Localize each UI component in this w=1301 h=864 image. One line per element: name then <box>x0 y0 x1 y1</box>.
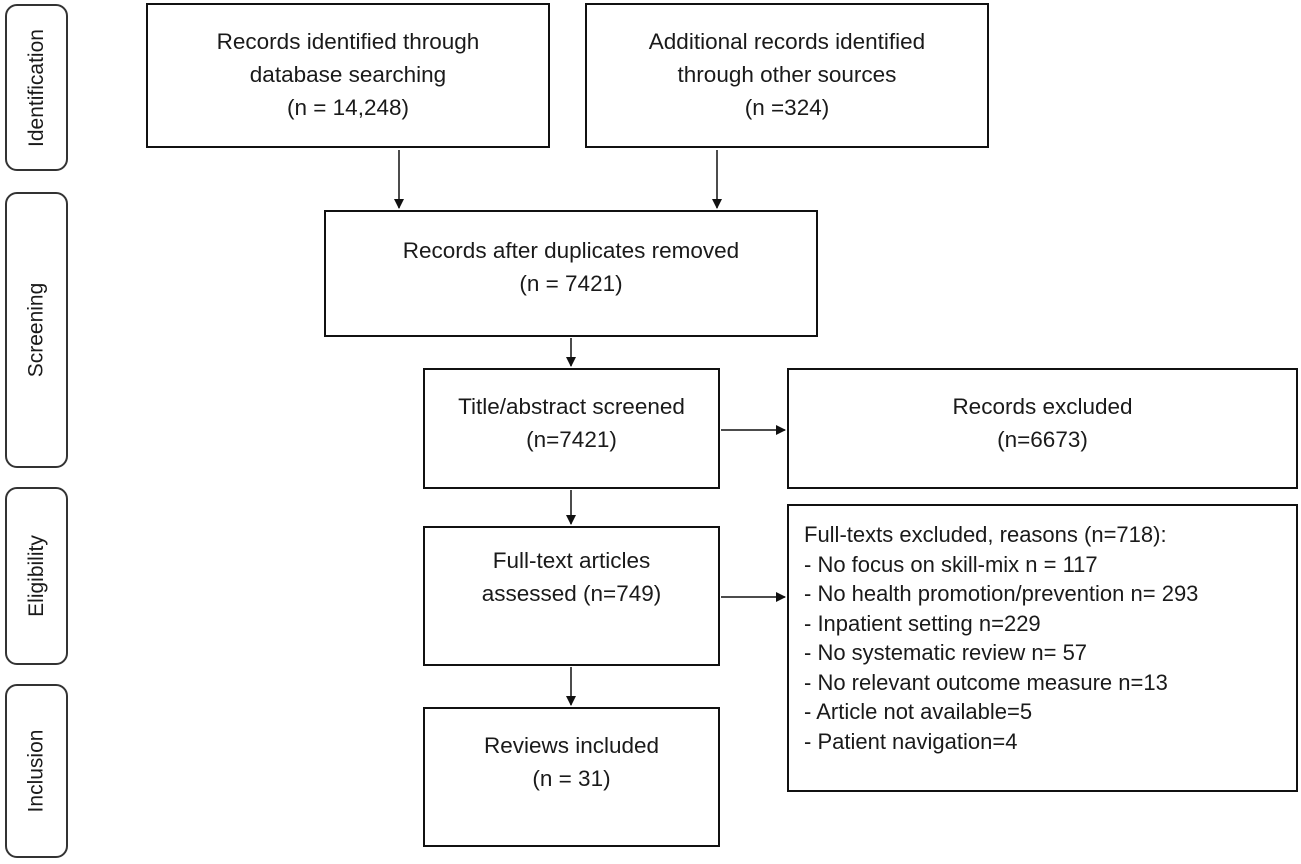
fulltext-excluded-reason: - No focus on skill-mix n = 117 <box>804 551 1098 577</box>
duplicates-removed-count: (n = 7421) <box>519 271 623 296</box>
records-excluded-label: Records excluded <box>952 394 1133 419</box>
reviews-included-box: Reviews included (n = 31) <box>423 707 720 847</box>
reviews-included-count: (n = 31) <box>532 766 611 791</box>
duplicates-removed-box: Records after duplicates removed (n = 74… <box>324 210 818 337</box>
other-records-line1: Additional records identified <box>648 29 926 54</box>
title-abstract-screened-label: Title/abstract screened <box>458 394 685 419</box>
fulltext-excluded-reason: - No health promotion/prevention n= 293 <box>804 581 1199 606</box>
database-records-line1: Records identified through <box>216 29 480 54</box>
title-abstract-screened-box: Title/abstract screened (n=7421) <box>423 368 720 489</box>
stage-eligibility: Eligibility <box>5 487 68 665</box>
fulltext-assessed-line2: assessed (n=749) <box>481 581 662 606</box>
database-records-line2: database searching <box>249 62 447 87</box>
stage-inclusion: Inclusion <box>5 684 68 858</box>
fulltext-excluded-reason: - Patient navigation=4 <box>804 728 1018 754</box>
records-excluded-count: (n=6673) <box>997 427 1088 452</box>
fulltext-excluded-box: Full-texts excluded, reasons (n=718): - … <box>787 504 1298 792</box>
database-records-count: (n = 14,248) <box>287 95 409 120</box>
title-abstract-screened-count: (n=7421) <box>526 427 617 452</box>
other-records-line2: through other sources <box>677 62 897 87</box>
stage-identification: Identification <box>5 4 68 171</box>
other-records-box: Additional records identified through ot… <box>585 3 989 148</box>
fulltext-assessed-box: Full-text articles assessed (n=749) <box>423 526 720 666</box>
fulltext-excluded-header: Full-texts excluded, reasons (n=718): <box>804 522 1167 547</box>
fulltext-assessed-line1: Full-text articles <box>492 548 651 573</box>
fulltext-excluded-reason: - No relevant outcome measure n=13 <box>804 669 1168 695</box>
database-records-box: Records identified through database sear… <box>146 3 550 148</box>
fulltext-excluded-reason: - No systematic review n= 57 <box>804 640 1088 665</box>
stage-screening: Screening <box>5 192 68 468</box>
duplicates-removed-label: Records after duplicates removed <box>402 238 740 263</box>
records-excluded-box: Records excluded (n=6673) <box>787 368 1298 489</box>
other-records-count: (n =324) <box>744 95 830 120</box>
fulltext-excluded-reason: - Article not available=5 <box>804 699 1033 724</box>
fulltext-excluded-reason: - Inpatient setting n=229 <box>804 610 1041 636</box>
reviews-included-label: Reviews included <box>483 733 660 758</box>
